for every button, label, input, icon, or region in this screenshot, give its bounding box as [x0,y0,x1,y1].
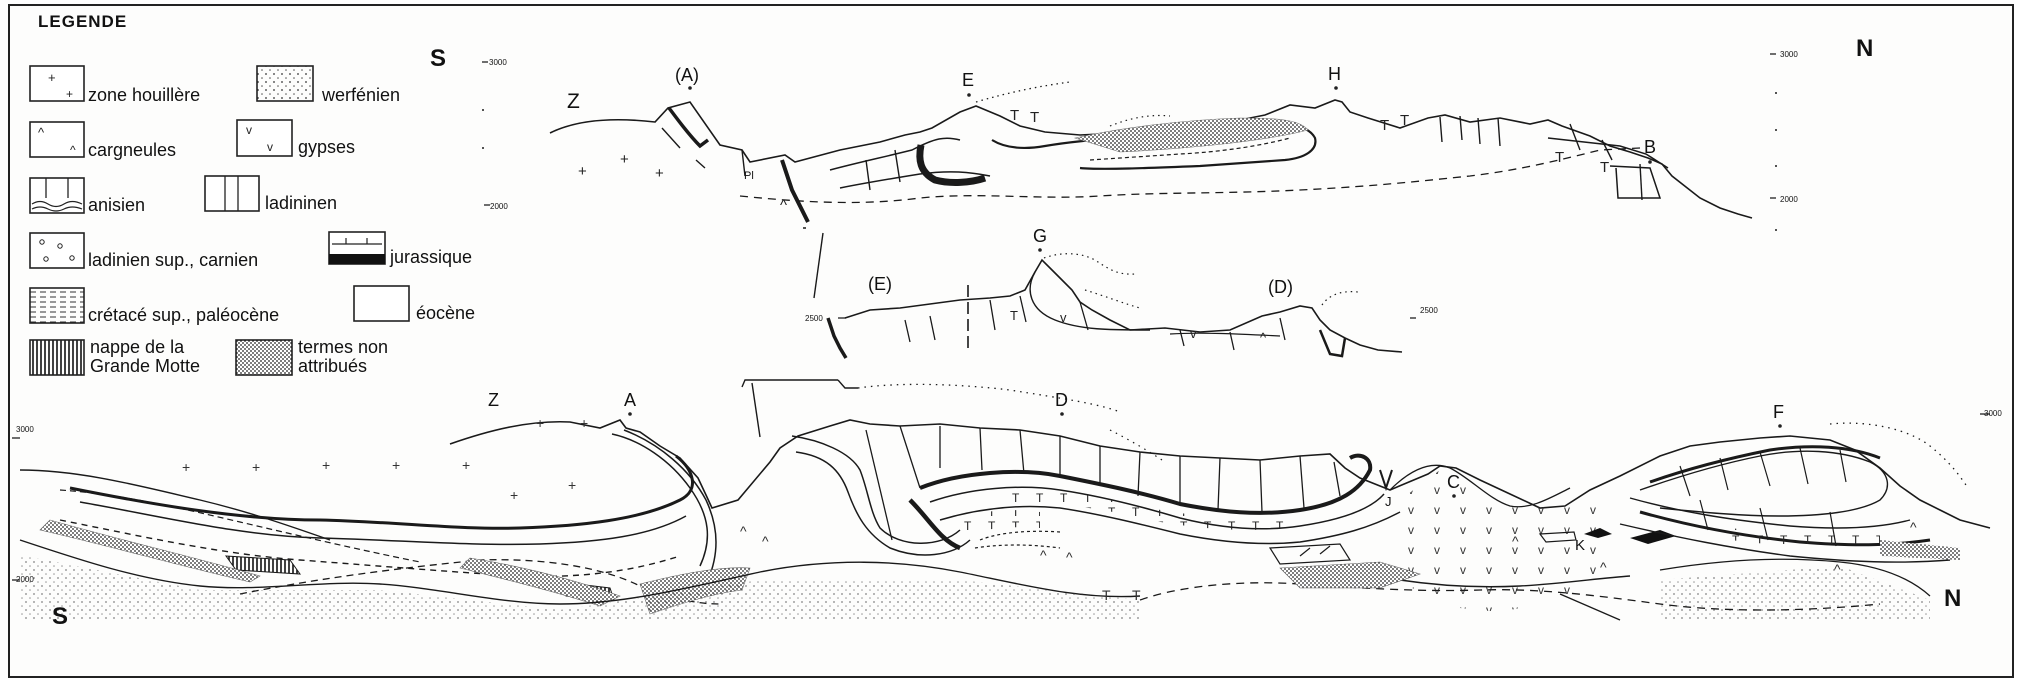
top-alt-left-high: 3000 [489,58,507,67]
legend-swatch-ladininen [205,176,259,211]
svg-text:v: v [246,123,252,137]
mid-point-g: G [1033,226,1047,246]
top-alt-left-low: 2000 [490,202,508,211]
legend-label-cargneules: cargneules [88,141,176,160]
svg-text:+: + [48,70,56,85]
legend-swatch-eocene [354,286,409,321]
svg-text:+: + [392,457,400,473]
point-markers [628,86,1782,498]
legend-label-ladinien-sup: ladinien sup., carnien [88,251,258,270]
svg-text:+: + [252,459,260,475]
legend-swatch-termes [236,340,292,375]
legend-swatches: + + ^ ^ v v [30,66,409,375]
svg-text:^: ^ [780,197,787,214]
svg-text:+: + [620,151,629,168]
svg-text:^: ^ [740,523,747,539]
svg-text:^: ^ [1834,561,1841,577]
bottom-point-c: C [1447,472,1460,492]
legend-label-gypses: gypses [298,138,355,157]
bottom-alt-left-low: 2000 [16,575,34,584]
svg-text:^: ^ [1600,559,1607,575]
svg-text:+: + [462,457,470,473]
section-labels: S N 3000 2000 3000 2000 Z (A) E H B Pl 2… [16,35,2002,630]
bottom-point-d: D [1055,390,1068,410]
svg-text:T: T [1555,149,1564,166]
svg-text:T: T [1030,109,1039,126]
svg-text:T: T [1010,107,1019,124]
legend-label-werfenien: werfénien [322,86,400,105]
legend-swatch-zone-houillere [30,66,84,101]
svg-text:^: ^ [38,125,45,140]
svg-text:+: + [580,415,588,431]
svg-text:^: ^ [1512,533,1519,549]
legend-swatch-ladinien-sup [30,233,84,268]
svg-text:^: ^ [1260,330,1267,345]
bottom-alt-left-high: 3000 [16,425,34,434]
svg-text:^: ^ [762,533,769,549]
svg-text:+: + [578,163,587,180]
bottom-south-label: S [52,603,68,630]
top-point-h: H [1328,64,1341,84]
top-point-e: E [962,70,974,90]
legend-label-cretace: crétacé sup., paléocène [88,306,279,325]
mid-point-d: (D) [1268,277,1293,297]
svg-text:+: + [568,477,576,493]
svg-text:+: + [510,487,518,503]
svg-text:T: T [1400,112,1409,129]
svg-text:T: T [1010,308,1018,323]
svg-text:+: + [182,459,190,475]
bottom-small-j: J [1385,494,1392,509]
bottom-point-z: Z [488,390,499,410]
svg-text:T: T [1132,587,1141,603]
legend-label-jurassique: jurassique [390,248,472,267]
svg-text:T: T [1102,587,1111,603]
legend-swatch-nappe [30,340,84,375]
svg-text:^: ^ [1066,549,1073,565]
svg-text:+: + [66,87,73,101]
svg-text:v: v [1060,310,1067,325]
top-south-label: S [430,45,446,72]
bottom-alt-right: 3000 [1984,409,2002,418]
top-point-b: B [1644,137,1656,157]
section-bottom: + + + + + + + + + T T ^ ^ ^ ^ ^ ^ ^ ^ [12,384,1990,620]
top-alt-right-high: 3000 [1780,50,1798,59]
bottom-point-f: F [1773,402,1784,422]
top-north-label: N [1856,35,1873,62]
bottom-small-k: K [1575,537,1585,554]
legend-label-nappe: nappe de la Grande Motte [90,338,230,376]
svg-text:^: ^ [1910,519,1917,535]
legend-label-anisien: anisien [88,196,145,215]
svg-text:^: ^ [1040,547,1047,563]
legend-swatch-cretace [30,288,84,323]
mid-alt-right: 2500 [1420,306,1438,315]
top-point-z: Z [567,90,580,113]
svg-text:T: T [1600,159,1609,176]
mid-alt-left: 2500 [805,314,823,323]
svg-text:v: v [267,140,273,154]
bottom-north-label: N [1944,585,1961,612]
legend-swatch-werfenien [257,66,313,101]
svg-text:v: v [1190,326,1197,341]
legend-label-eocene: éocène [416,304,475,323]
top-point-a: (A) [675,65,699,85]
top-small-label: Pl [744,170,754,182]
legend-label-ladininen: ladininen [265,194,337,213]
svg-text:+: + [536,415,544,431]
bottom-point-a: A [624,390,636,410]
svg-text:+: + [322,457,330,473]
svg-text:T: T [1380,117,1389,134]
svg-text:^: ^ [70,143,76,157]
mid-point-e: (E) [868,274,892,294]
legend-label-zone-houillere: zone houillère [88,86,200,105]
top-alt-right-low: 2000 [1780,195,1798,204]
svg-text:+: + [655,165,664,182]
legend-label-termes: termes non attribués [298,338,418,376]
